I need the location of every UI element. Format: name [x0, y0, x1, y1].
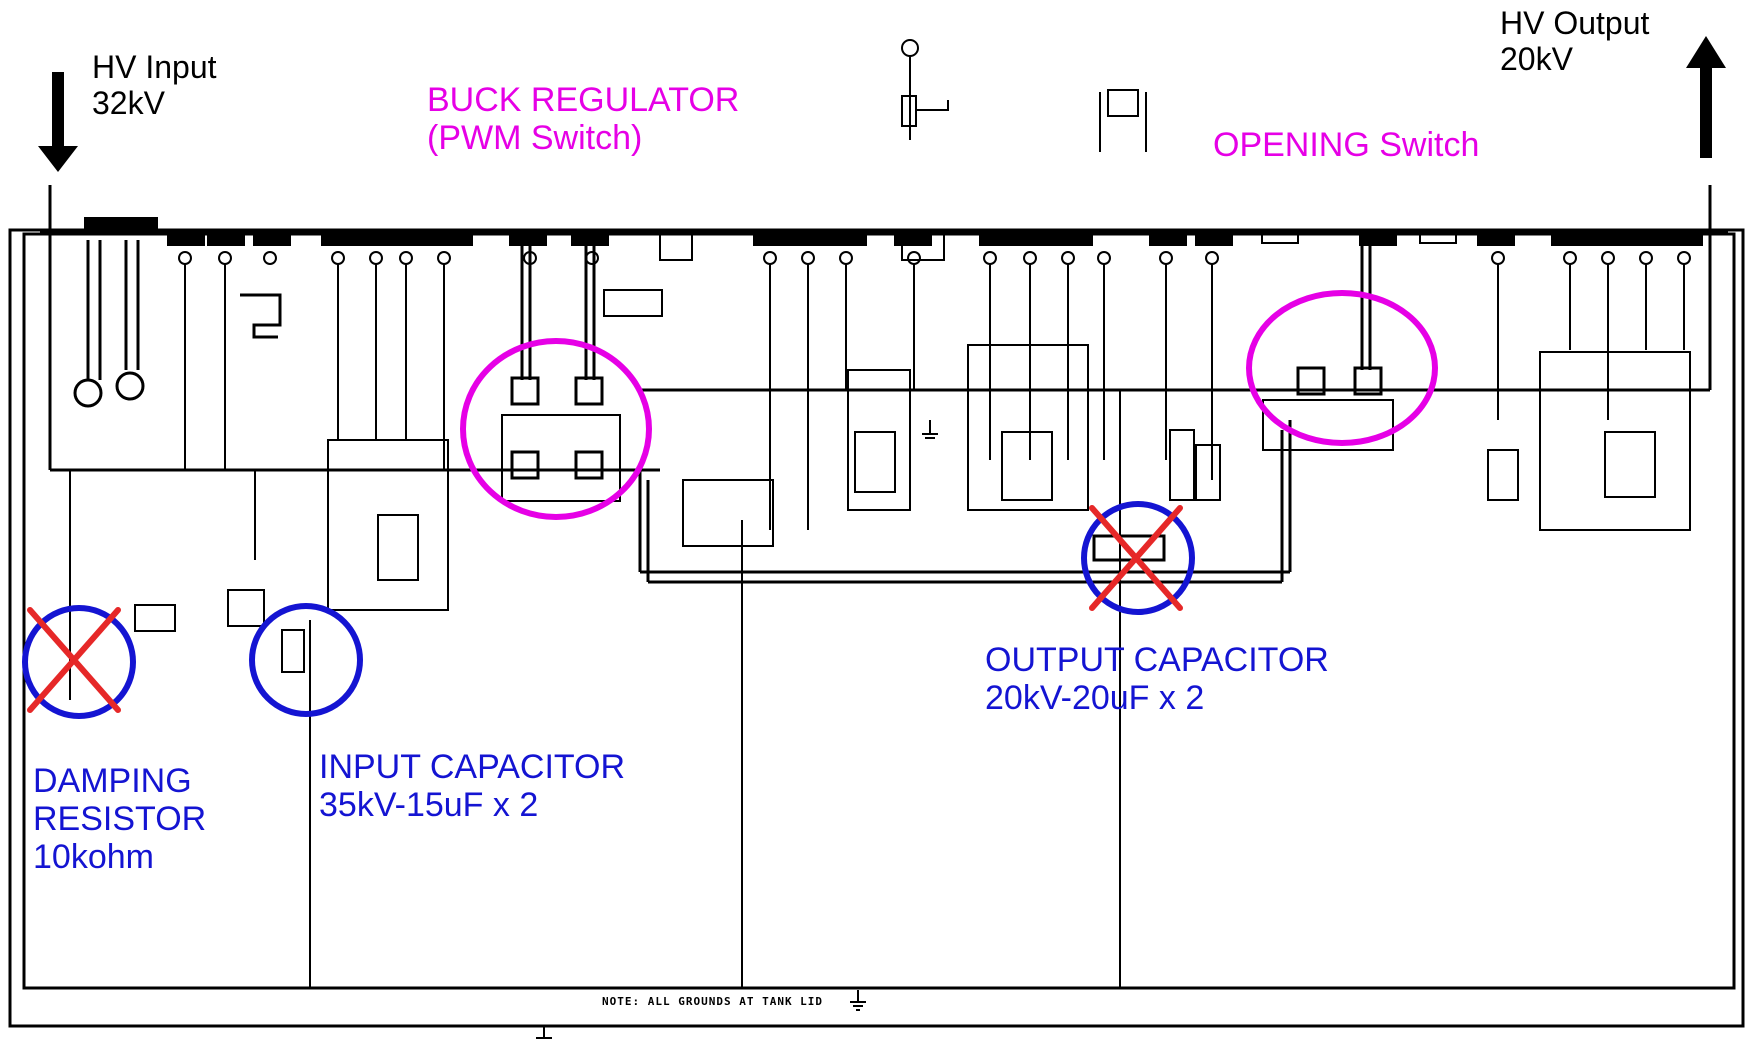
input-capacitor-circle	[249, 603, 363, 717]
terminal-circles	[178, 251, 1691, 265]
magenta-highlights	[460, 290, 1438, 520]
output-capacitor-line2: 20kV-20uF x 2	[985, 679, 1205, 718]
hv-output-label: HV Output 20kV	[1500, 5, 1650, 78]
opening-switch-circle	[1246, 290, 1438, 446]
ground-symbols	[536, 420, 938, 1039]
opening-switch-label: OPENING Switch	[1213, 126, 1479, 164]
hv-input-label: HV Input 32kV	[92, 49, 217, 122]
meter-symbols	[73, 240, 282, 408]
component-boxes	[134, 229, 1691, 673]
removed-marks	[27, 505, 1183, 713]
main-buses	[48, 248, 1712, 584]
damping-resistor-label: DAMPING RESISTOR 10kohm	[33, 762, 206, 876]
top-bus	[40, 185, 1728, 248]
tank-outline	[8, 228, 1745, 1028]
damping-resistor-line3: 10kohm	[33, 838, 154, 877]
buck-regulator-line2: (PWM Switch)	[427, 119, 643, 158]
hv-output-line1: HV Output	[1500, 5, 1650, 41]
ground-drops	[69, 264, 1685, 988]
blue-highlights	[22, 501, 1195, 719]
damping-resistor-line1: DAMPING	[33, 762, 192, 800]
hv-input-line2: 32kV	[92, 84, 165, 121]
hv-input-arrow	[38, 72, 78, 172]
input-capacitor-line1: INPUT CAPACITOR	[319, 748, 626, 786]
opening-switch-line1: OPENING Switch	[1213, 126, 1480, 164]
output-capacitor-circle	[1081, 501, 1195, 615]
hv-input-line1: HV Input	[92, 49, 217, 85]
damping-resistor-line2: RESISTOR	[33, 800, 207, 839]
buck-regulator-label: BUCK REGULATOR (PWM Switch)	[427, 81, 739, 157]
output-capacitor-label: OUTPUT CAPACITOR 20kV-20uF x 2	[985, 641, 1329, 717]
buck-regulator-line1: BUCK REGULATOR	[427, 81, 740, 119]
input-capacitor-label: INPUT CAPACITOR 35kV-15uF x 2	[319, 748, 625, 824]
damping-resistor-circle	[22, 605, 136, 719]
output-capacitor-line1: OUTPUT CAPACITOR	[985, 641, 1329, 679]
buck-regulator-circle	[460, 338, 652, 520]
terminal-row	[84, 217, 1703, 246]
hv-output-arrow	[1686, 36, 1726, 158]
hv-output-line2: 20kV	[1500, 40, 1573, 77]
ground-note: NOTE: ALL GROUNDS AT TANK LID	[602, 995, 824, 1008]
top-potentiometer	[901, 39, 1147, 152]
switch-modules	[510, 232, 1383, 562]
input-capacitor-line2: 35kV-15uF x 2	[319, 786, 539, 825]
